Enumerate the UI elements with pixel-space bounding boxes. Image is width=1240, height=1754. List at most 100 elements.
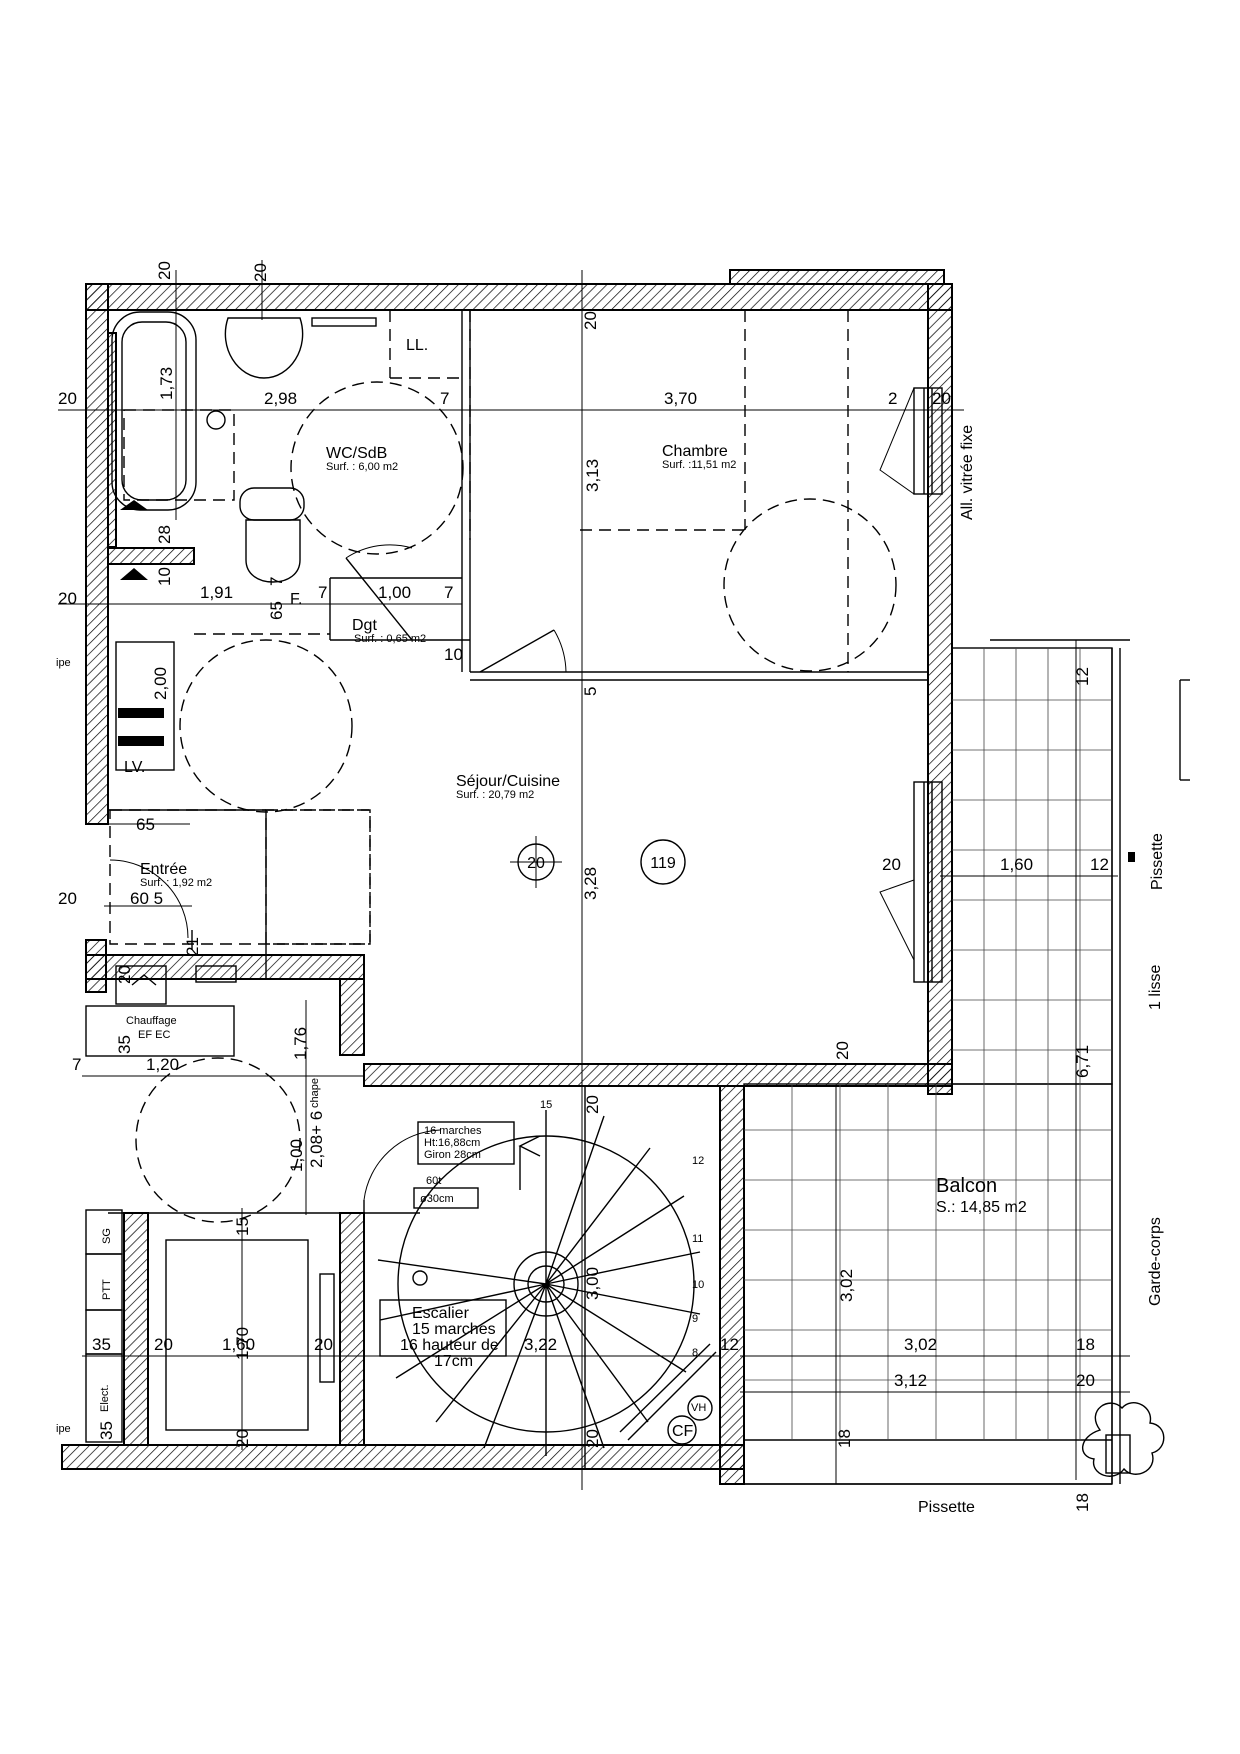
dim-1-60-a: 1,60 <box>1000 855 1033 874</box>
dim-1-76: 1,76 <box>291 1027 310 1060</box>
stairs-dia-line1: 60t <box>426 1175 441 1187</box>
escalier-line4: 17cm <box>434 1353 473 1370</box>
sg-label: SG <box>101 1228 113 1244</box>
room-name-wc: WC/SdB <box>326 445 387 462</box>
dim-20-d: 20 <box>58 889 77 908</box>
room-name-sejour: Séjour/Cuisine <box>456 773 560 790</box>
dim-65-a: 65 <box>136 815 155 834</box>
elect-label: Elect. <box>99 1384 111 1412</box>
dim-2-98: 2,98 <box>264 389 297 408</box>
doors <box>109 544 567 1220</box>
dim-7-e: 7 <box>267 577 286 586</box>
stair-number-11: 11 <box>692 1233 703 1245</box>
room-area-entree: Surf. : 1,92 m2 <box>140 877 212 889</box>
room-area-dgt: Surf. : 0,65 m2 <box>354 633 426 645</box>
room-area-chambre: Surf. :11,51 m2 <box>662 459 736 471</box>
dim-3-28: 3,28 <box>581 867 600 900</box>
dim-2-08: 2,08+ 6 <box>307 1111 326 1168</box>
stairs-box-line2: Ht:16,88cm <box>424 1137 480 1149</box>
ef-ec-label: EF EC <box>138 1029 170 1041</box>
dim-35-a: 35 <box>92 1335 111 1354</box>
stairs-labels: 16 marches Ht:16,88cm Giron 28cm 60t ø30… <box>400 1099 704 1370</box>
dim-3-12: 3,12 <box>894 1371 927 1390</box>
dim-20-k: 20 <box>581 311 600 330</box>
dim-20-o: 20 <box>583 1429 602 1448</box>
dim-60-5: 60 5 <box>130 889 163 908</box>
dim-20-c: 20 <box>58 589 77 608</box>
chape-label: chape <box>309 1078 321 1108</box>
dim-1-73: 1,73 <box>157 367 176 400</box>
dim-7-b: 7 <box>318 583 327 602</box>
chauffage-label: Chauffage <box>126 1015 177 1027</box>
stairs-dia-line2: ø30cm <box>420 1193 454 1205</box>
cf-label: CF <box>672 1423 694 1440</box>
dim-3-00: 3,00 <box>583 1267 602 1300</box>
room-labels: WC/SdB Surf. : 6,00 m2 Chambre Surf. :11… <box>140 443 1027 1216</box>
dim-6-71: 6,71 <box>1073 1045 1092 1078</box>
dim-7-c: 7 <box>444 583 453 602</box>
ipe-label-2: ipe <box>56 1423 71 1435</box>
stair-number-12: 12 <box>692 1155 704 1167</box>
bathroom-fixtures <box>111 311 377 1005</box>
dim-5: 5 <box>581 687 600 696</box>
room-area-sejour: Surf. : 20,79 m2 <box>456 789 534 801</box>
dim-3-02-a: 3,02 <box>904 1335 937 1354</box>
room-area-balcon: S.: 14,85 m2 <box>936 1199 1027 1216</box>
dim-20-a: 20 <box>58 389 77 408</box>
markers: 20 119 <box>510 836 686 888</box>
dim-1-00-a: 1,00 <box>378 583 411 602</box>
spiral-stairs <box>377 1110 717 1456</box>
vitree-label: All. vitrée fixe <box>959 425 976 520</box>
fixture-labels: LL. LV. F. Chauffage EF EC CF VH Pissett… <box>56 337 1166 1516</box>
dim-20-g: 20 <box>314 1335 333 1354</box>
dim-20-j: 20 <box>251 263 270 282</box>
dim-35-c: 35 <box>97 1421 116 1440</box>
dim-20-i: 20 <box>155 261 174 280</box>
balcony <box>743 639 1190 1485</box>
escalier-line3: 16 hauteur de <box>400 1337 499 1354</box>
dim-18-a: 18 <box>1076 1335 1095 1354</box>
escalier-line1: Escalier <box>412 1305 470 1322</box>
room-name-dgt: Dgt <box>352 617 377 634</box>
dim-35-b: 35 <box>115 1035 134 1054</box>
ipe-label-1: ipe <box>56 657 71 669</box>
dim-20-n: 20 <box>583 1095 602 1114</box>
dim-18-b: 18 <box>835 1429 854 1448</box>
dim-7-d: 7 <box>72 1055 81 1074</box>
room-name-entree: Entrée <box>140 861 187 878</box>
dim-20-p: 20 <box>115 965 134 984</box>
vh-label: VH <box>691 1402 706 1414</box>
dim-20-l: 20 <box>833 1041 852 1060</box>
escalier-line2: 15 marches <box>412 1321 496 1338</box>
dim-1-91: 1,91 <box>200 583 233 602</box>
dim-65-b: 65 <box>267 601 286 620</box>
dim-3-70: 3,70 <box>664 389 697 408</box>
dim-20-h: 20 <box>1076 1371 1095 1390</box>
dim-3-13: 3,13 <box>583 459 602 492</box>
dim-20-f: 20 <box>154 1335 173 1354</box>
ll-label: LL. <box>406 337 428 354</box>
stairs-box-line1: 16 marches <box>424 1125 482 1137</box>
dim-1-60-b: 1,60 <box>222 1335 255 1354</box>
room-area-wc: Surf. : 6,00 m2 <box>326 461 398 473</box>
dimension-lines <box>58 260 1130 1490</box>
room-name-chambre: Chambre <box>662 443 728 460</box>
pissette-right-label: Pissette <box>1149 833 1166 890</box>
dim-3-22: 3,22 <box>524 1335 557 1354</box>
dimension-text: 2,98 3,70 20 7 2 20 20 1,91 1,00 7 7 10 … <box>58 261 1109 1512</box>
level-marker: 20 <box>527 855 545 872</box>
f-label: F. <box>290 591 302 608</box>
stair-number-9: 9 <box>692 1313 698 1325</box>
dim-3-02-b: 3,02 <box>837 1269 856 1302</box>
turning-circles <box>109 310 897 1223</box>
lisse-label: 1 lisse <box>1147 965 1164 1010</box>
dim-2-a: 2 <box>888 389 897 408</box>
dim-1-70: 1,70 <box>233 1327 252 1360</box>
windows <box>879 387 943 983</box>
dim-20-m: 20 <box>233 1429 252 1448</box>
garde-corps-label: Garde-corps <box>1147 1217 1164 1306</box>
dim-21: 21 <box>183 937 202 956</box>
technical-closets <box>85 1005 335 1443</box>
dim-28: 28 <box>155 525 174 544</box>
